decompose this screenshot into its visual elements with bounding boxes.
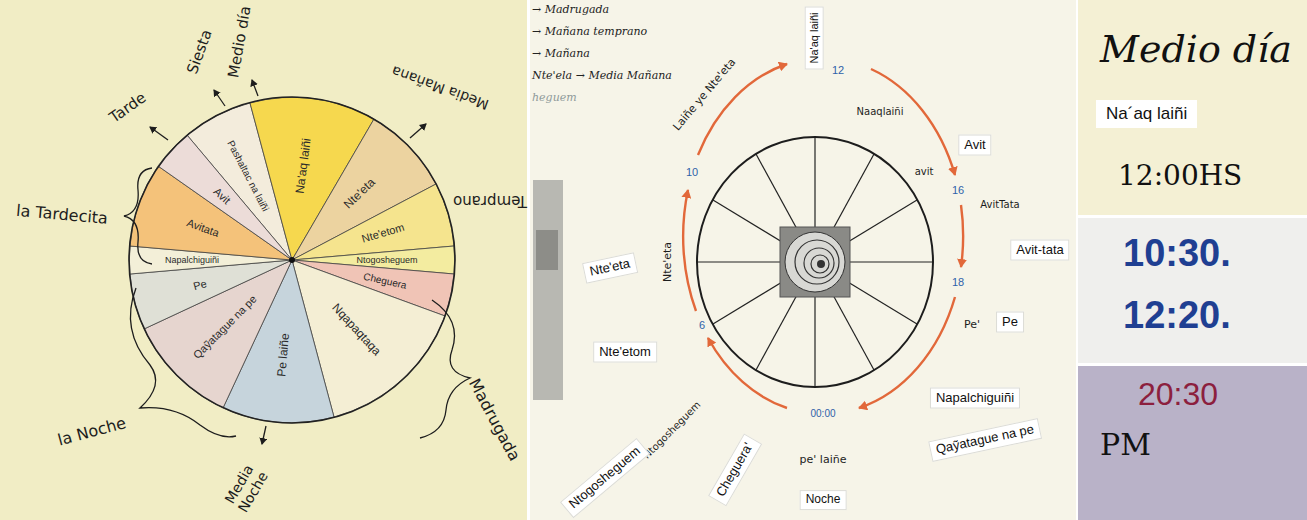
photo-panel: 20:30PM (1078, 366, 1307, 520)
pie-center (289, 257, 295, 263)
photo-fragment (533, 180, 563, 400)
pointer-arrows (150, 80, 426, 444)
label-strip: Avit-tata (1010, 240, 1069, 261)
photo-panel: 10:30. 12:20. (1078, 218, 1307, 363)
handwritten-text: PM (1100, 428, 1151, 463)
strip-text: Nte'etom (599, 344, 651, 359)
strip-text: Na´aq laiñi (1106, 104, 1187, 123)
time-arrows (683, 64, 963, 408)
label-strip: Pe (996, 312, 1024, 333)
label-strip: Na´aq laiñi (1096, 100, 1197, 128)
strip-text: Noche (806, 492, 841, 506)
text-label: Naaqlaiñi (855, 106, 906, 118)
text-label: 10 (684, 166, 700, 179)
text-label: heguem (532, 92, 577, 105)
photo-panel: Medio día 12:00HS Na´aq laiñi (1078, 0, 1307, 215)
strip-text: Napalchiguiñi (936, 390, 1014, 405)
text-label: 18 (950, 276, 966, 289)
text-label: 00:00 (808, 408, 837, 420)
clock-outline (697, 137, 933, 387)
clock-spokes (697, 137, 933, 387)
text-label: → Mañana temprano (532, 26, 647, 39)
label-strip: Avit (958, 135, 991, 156)
strip-text: Na'aq laiñi (808, 12, 820, 63)
handwritten-text: 12:00HS (1118, 160, 1242, 192)
pie-wedges (129, 97, 454, 423)
text-label: pe' laiñe (798, 454, 849, 467)
label-strip: Napalchiguiñi (930, 388, 1020, 409)
text-label: → Madrugada (532, 4, 609, 17)
brackets (124, 168, 470, 438)
text-label: Nte'eta (662, 240, 675, 284)
text-label: Nte'ela → Media Mañana (532, 70, 672, 83)
pie-outline (129, 97, 455, 423)
handwritten-text: 20:30 (1138, 376, 1218, 413)
text-label: Temprano (453, 191, 527, 208)
handwritten-text: Medio día (1100, 28, 1292, 72)
text-label: 12 (830, 64, 846, 77)
strip-text: Avit (964, 137, 985, 152)
text-label: AvitTata (978, 199, 1022, 211)
paper (0, 0, 527, 520)
paper (530, 0, 1076, 520)
strip-text: Avit-tata (1016, 242, 1063, 257)
text-label: → Mañana (532, 48, 590, 61)
text-label: avit (913, 166, 936, 178)
text-label: Ntogosheguem (356, 255, 417, 265)
label-strip: Nte'etom (593, 342, 657, 363)
text-label: Pe' (962, 319, 982, 332)
handwritten-text: 10:30. (1123, 232, 1231, 276)
label-strip: Noche (800, 490, 847, 510)
text-label: 16 (950, 184, 966, 197)
label-strip: Na'aq laiñi (805, 6, 824, 69)
text-label: 6 (697, 319, 707, 332)
photo-fragment (536, 230, 558, 270)
spiral-clock-picture (780, 227, 850, 297)
strip-text: Pe (1002, 314, 1018, 329)
handwritten-text: 12:20. (1123, 294, 1231, 338)
text-label: Napalchiguiñi (165, 255, 219, 265)
